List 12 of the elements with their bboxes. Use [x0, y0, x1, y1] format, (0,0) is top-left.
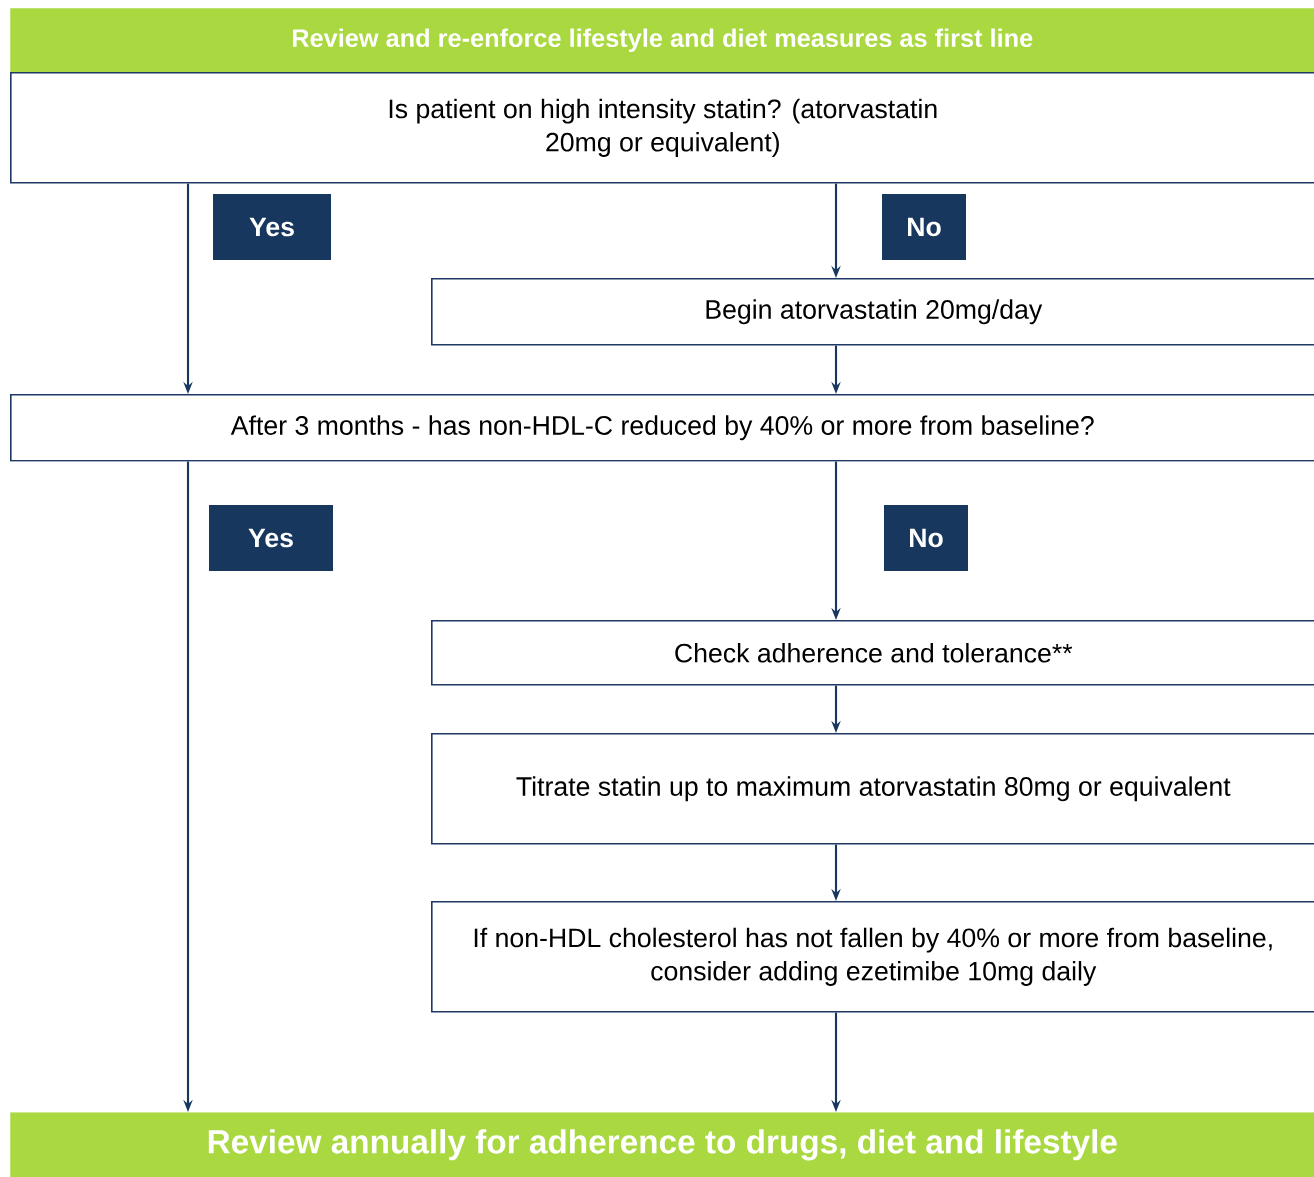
process-box: Check adherence and tolerance**	[431, 620, 1314, 686]
edge-label: No	[884, 505, 968, 571]
banner-box: Review annually for adherence to drugs, diet and lifestyle	[10, 1112, 1314, 1177]
process-box: If non-HDL cholesterol has not fallen by 40% or more from baseline, consider adding ezetimibe 10mg daily	[431, 901, 1314, 1013]
process-box: Titrate statin up to maximum atorvastatin 80mg or equivalent	[431, 733, 1314, 845]
edge-label: Yes	[209, 505, 333, 571]
process-box: After 3 months - has non-HDL-C reduced by 40% or more from baseline?	[10, 394, 1314, 462]
edge-label: Yes	[213, 194, 331, 260]
process-box: Is patient on high intensity statin? (atorvastatin 20mg or equivalent)	[10, 72, 1314, 184]
process-box: Begin atorvastatin 20mg/day	[431, 278, 1314, 346]
edge-label: No	[882, 194, 966, 260]
banner-box: Review and re-enforce lifestyle and diet measures as first line	[10, 8, 1314, 73]
